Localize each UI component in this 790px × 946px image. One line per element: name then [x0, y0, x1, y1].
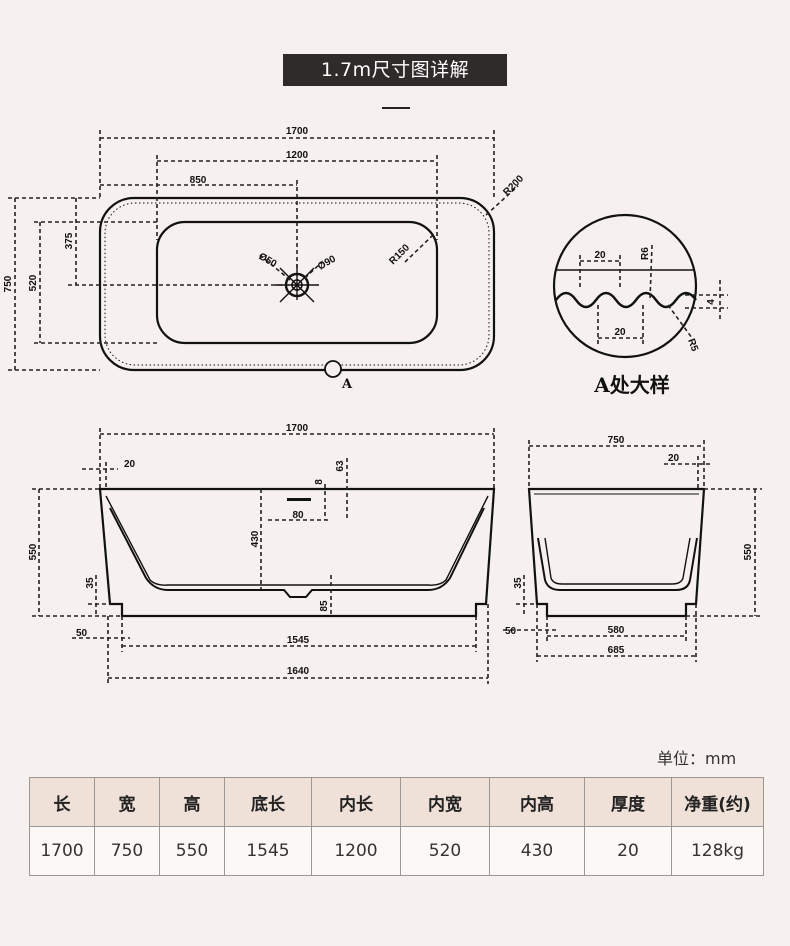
detail-a-view: 20 R6 20 4 R5 A处大样	[552, 213, 728, 397]
spec-header: 长	[29, 777, 95, 827]
dim-corner-radius: R200	[501, 173, 526, 198]
spec-value: 750	[94, 826, 160, 876]
dim-front-inner-depth: 430	[250, 530, 261, 547]
dim-drain-outer: Ø90	[316, 253, 338, 272]
dim-side-base-h: 35	[513, 577, 524, 589]
front-view: 1700 20 63 8 80 430 550 35 50 85 1545 16…	[28, 423, 496, 684]
spec-value: 520	[400, 826, 490, 876]
spec-value: 430	[489, 826, 585, 876]
spec-header: 底长	[224, 777, 312, 827]
dim-front-foot-length: 1640	[287, 666, 310, 677]
dim-detail-r6: R6	[640, 247, 651, 260]
spec-value: 1200	[311, 826, 401, 876]
dim-top-drain-offset: 850	[190, 175, 207, 186]
overflow-slot	[287, 498, 311, 501]
dim-detail-r5: R5	[685, 337, 700, 353]
dim-front-base-length: 1545	[287, 635, 310, 646]
spec-value: 550	[159, 826, 225, 876]
spec-table: 长 宽 高 底长 内长 内宽 内高 厚度 净重(约) 1700 750 550 …	[29, 777, 764, 876]
dim-front-length: 1700	[286, 423, 309, 434]
spec-header: 内高	[489, 777, 585, 827]
wave-profile	[555, 291, 697, 309]
dim-top-drain-y: 375	[64, 232, 75, 249]
front-basin-outline	[109, 507, 485, 598]
dim-front-base-recess: 50	[76, 628, 88, 639]
dim-side-base-width: 580	[608, 625, 625, 636]
dim-front-rim: 20	[124, 459, 136, 470]
spec-header-row: 长 宽 高 底长 内长 内宽 内高 厚度 净重(约)	[29, 777, 764, 827]
dim-side-height: 550	[743, 543, 754, 560]
dim-detail-pitch-bottom: 20	[614, 327, 626, 338]
side-basin-outline	[537, 537, 698, 591]
side-view: 750 20 550 35 50 580 685	[503, 435, 762, 662]
dim-top-inner-width: 520	[28, 274, 39, 291]
dim-front-height: 550	[28, 543, 39, 560]
spec-value: 128kg	[671, 826, 764, 876]
tub-side-outline	[527, 487, 706, 618]
spec-header: 厚度	[584, 777, 672, 827]
detail-a-label: A处大样	[593, 373, 670, 397]
spec-value: 1545	[224, 826, 312, 876]
spec-header: 内长	[311, 777, 401, 827]
top-view: A 1700 1200 850 750 520 375 R200 R150 Ø5…	[3, 126, 526, 392]
dim-detail-depth: 4	[706, 299, 717, 305]
dim-top-length: 1700	[286, 126, 309, 137]
spec-value-row: 1700 750 550 1545 1200 520 430 20 128kg	[29, 826, 764, 876]
dim-side-rim: 20	[668, 453, 680, 464]
detail-a-circle	[324, 360, 342, 378]
marker-a-label: A	[341, 377, 353, 392]
dim-drain-inner: Ø50	[257, 251, 279, 270]
dim-side-base-recess: 50	[505, 626, 517, 637]
spec-value: 20	[584, 826, 672, 876]
unit-label: 单位：mm	[657, 749, 737, 768]
dim-inner-radius: R150	[387, 242, 412, 267]
dim-top-inner-length: 1200	[286, 150, 309, 161]
dim-side-width: 750	[608, 435, 625, 446]
dim-front-overflow-h: 63	[335, 460, 346, 472]
front-rim-inner	[105, 495, 489, 586]
dim-top-width: 750	[3, 275, 14, 292]
section-title: 1.7m尺寸图详解	[283, 54, 507, 86]
dim-front-base-h: 35	[85, 577, 96, 589]
title-underline	[382, 107, 410, 109]
spec-header: 净重(约)	[671, 777, 764, 827]
spec-header: 内宽	[400, 777, 490, 827]
dim-side-foot-width: 685	[608, 645, 625, 656]
spec-header: 宽	[94, 777, 160, 827]
spec-header: 高	[159, 777, 225, 827]
dim-front-overflow-gap: 8	[314, 479, 325, 485]
dim-detail-pitch-top: 20	[594, 250, 606, 261]
dimension-drawing: A 1700 1200 850 750 520 375 R200 R150 Ø5…	[3, 126, 762, 684]
dim-front-drain-h: 85	[319, 600, 330, 612]
dim-front-overflow-w: 80	[292, 510, 304, 521]
detail-circle	[552, 213, 698, 359]
spec-value: 1700	[29, 826, 95, 876]
